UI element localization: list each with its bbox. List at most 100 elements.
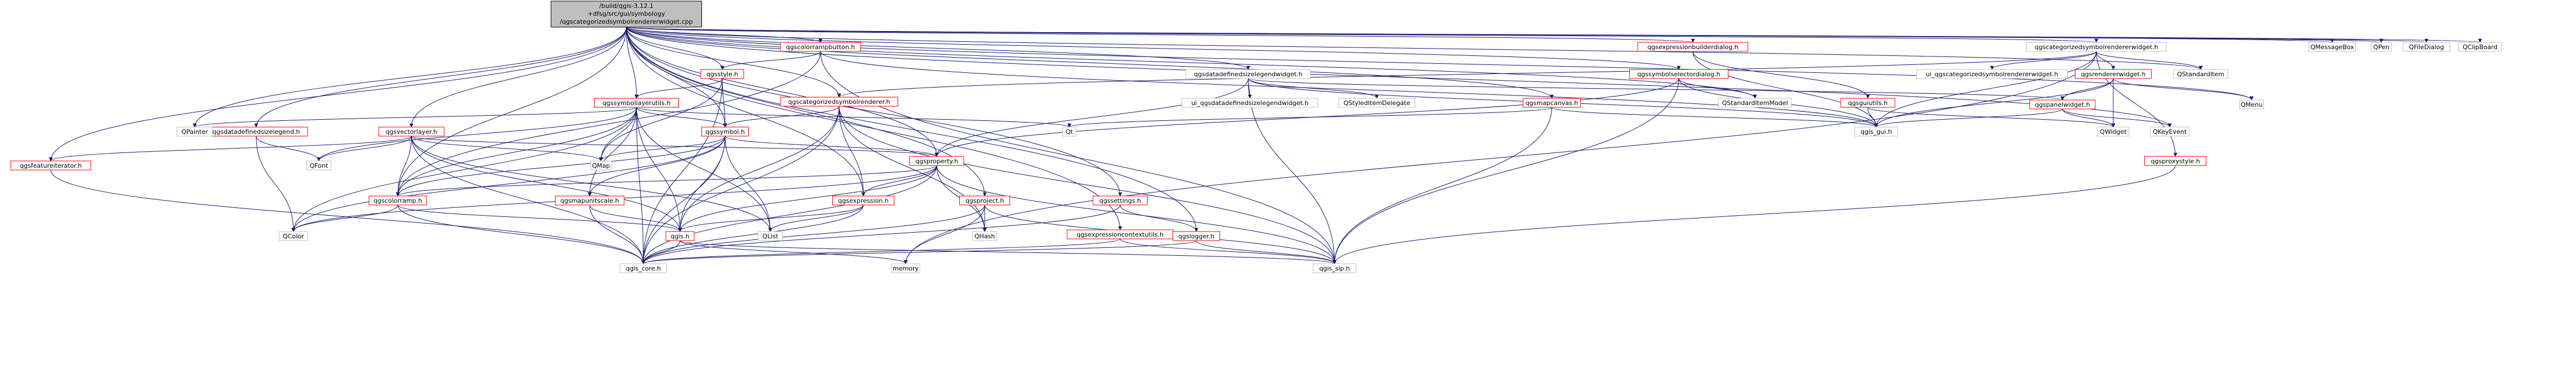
node-label: /qgscategorizedsymbolrendererwidget.cpp [560,18,693,25]
node-qgsexpressioncontextutils-h[interactable]: qgsexpressioncontextutils.h [1067,229,1174,239]
node-box [279,231,308,241]
node-qgssymbolselectordialog-h[interactable]: qgssymbolselectordialog.h [1629,69,1728,79]
edge-qgssymbolselectordialog-h-to-qgsproperty-h [934,78,1679,157]
node-qmessagebox: QMessageBox [2309,42,2356,52]
node-label: qgsexpression.h [838,197,889,204]
node-qgsmapcanvas-h[interactable]: qgsmapcanvas.h [1522,98,1581,108]
node-label: qgsrendererwidget.h [2081,71,2146,78]
edge-qgspanelwidget-h-to-qkeyevent [2062,108,2172,128]
node-qstyleditemdelegate: QStyledItemDelegate [1339,98,1415,108]
node-qgsdatadefinedsizelegend-h[interactable]: qgsdatadefinedsizelegend.h [204,127,308,137]
edge-qgscategorizedsymbolrendererwidget-h-to-qgsrendererwidget-h [2096,51,2116,70]
node-qgssettings-h[interactable]: qgssettings.h [1092,195,1148,206]
edge-root-to-qgsexpressioncontextutils-h [626,27,1122,230]
edge-root-to-qgsdatadefinedsizelegendwidget-h [626,27,1250,70]
node-box [2403,42,2450,52]
edge-qgsproject-h-to-qgis-core-h [641,204,985,264]
edge-qgslogger-h-to-qgis-sip-h [1196,240,1337,264]
node-box [2371,42,2392,52]
edge-qgscolorrampbutton-h-to-qgscolorramp-h [396,51,821,197]
edge-qgsstyle-h-to-qgssymbollayerutils-h [634,78,723,99]
node-qgis-gui-h: qgis_gui.h [1854,127,1898,137]
node-qgsproject-h[interactable]: qgsproject.h [959,195,1010,206]
node-label: QMap [592,162,610,169]
edge-qgspanelwidget-h-to-qwidget [2062,108,2116,128]
edge-qgsproperty-h-to-qgscolorramp-h [396,165,937,197]
node-qgsguiutils-h[interactable]: qgsguiutils.h [1840,98,1895,108]
edge-qgssymbolselectordialog-h-to-qgis-sip-h [1332,78,1679,264]
node-qstandarditem: QStandardItem [2173,69,2228,79]
node-qgssymbollayerutils-h[interactable]: qgssymbollayerutils.h [594,98,679,108]
node-qfiledialog: QFileDialog [2403,42,2450,52]
node-qmap: QMap [590,160,612,171]
node-qgsexpression-h[interactable]: qgsexpression.h [832,195,894,206]
edge-qgssymbollayerutils-h-to-qlist [636,107,773,232]
edge-qgsdatadefinedsizelegend-h-to-qfont [256,136,321,162]
edge-qgis-h-to-qgis-sip-h [679,240,1337,264]
node-box [368,195,427,206]
edge-qgsmapcanvas-h-to-qgis-sip-h [1332,107,1552,264]
edge-qgssymbollayerutils-h-to-qcolor [291,107,637,232]
edge-qgsmapcanvas-h-to-qgis-gui-h [1551,107,1879,128]
node-box [1718,98,1792,108]
edge-qgssettings-h-to-qgslogger-h [1120,204,1199,232]
edge-qgscategorizedsymbolrenderer-h-to-qgis-sip-h [839,106,1337,264]
node-qgsvectorlayer-h[interactable]: qgsvectorlayer.h [378,127,445,137]
node-qgspanelwidget-h[interactable]: qgspanelwidget.h [2029,99,2096,110]
node-qgsproperty-h[interactable]: qgsproperty.h [909,156,964,166]
edge-root-to-qstandarditem [626,27,2203,70]
edge-root-to-qgssymbol-h [626,27,727,128]
edge-qgsproperty-h-to-qgsexpression-h [861,165,937,197]
node-label: qgssymbolselectordialog.h [1637,71,1720,78]
edge-root-to-qgssymbollayerutils-h [626,27,639,99]
edge-root-to-qstandarditemmodel [626,27,1757,99]
node-qgsproxystyle-h[interactable]: qgsproxystyle.h [2144,156,2206,166]
node-label: ui_qgsdatadefinedsizelegendwidget.h [1191,99,1309,107]
node-label: QFont [310,162,328,169]
edge-qgssymbol-h-to-qgsproperty-h [725,136,939,157]
edge-qgssymbollayerutils-h-to-qmap [599,107,637,162]
node-label: QPainter [181,128,208,136]
node-label: QFileDialog [2409,43,2444,51]
node-box [1840,98,1895,108]
node-qgscolorramp-h[interactable]: qgscolorramp.h [368,195,427,206]
edge-root-to-qgscolorrampbutton-h [626,27,823,43]
node-qgslogger-h[interactable]: qgslogger.h [1173,231,1220,241]
node-qgscategorizedsymbolrenderer-h[interactable]: qgscategorizedsymbolrenderer.h [780,97,898,107]
node-qgsexpressionbuilderdialog-h[interactable]: qgsexpressionbuilderdialog.h [1638,42,1748,52]
node-qlist: QList [758,231,783,241]
node-label: qgsproperty.h [915,158,958,165]
node-box [2026,42,2167,52]
edge-qgsmapunitscale-h-to-qgis-core-h [589,204,646,264]
edge-qgssymbol-h-to-qcolor [291,136,726,232]
node-label: qgscategorizedsymbolrendererwidget.h [2034,43,2158,51]
edge-qgssymbollayerutils-h-to-qpainter [192,107,637,128]
node-box [1854,127,1898,137]
node-qgscolorrampbutton-h[interactable]: qgscolorrampbutton.h [780,42,861,52]
node-box [1916,69,2068,79]
node-qgsmapunitscale-h[interactable]: qgsmapunitscale.h [555,195,625,206]
node-qgis-h[interactable]: qgis.h [665,231,695,241]
node-qgssymbol-h[interactable]: qgssymbol.h [701,127,749,137]
node-box [594,98,679,108]
node-label: qgspanelwidget.h [2035,101,2090,108]
node-label: QStandardItemModel [1722,99,1788,107]
node-box [10,160,91,171]
node-box [1186,69,1311,79]
edge-qgsexpressioncontextutils-h-to-qgis-core-h [641,238,1121,264]
edge-qgsproperty-h-to-qgis-core-h [641,165,937,264]
node-box [2144,156,2206,166]
node-qgsfeatureiterator-h[interactable]: qgsfeatureiterator.h [10,160,91,171]
node-qgsrendererwidget-h[interactable]: qgsrendererwidget.h [2075,69,2152,79]
edge-qgsdatadefinedsizelegend-h-to-qcolor [256,136,296,232]
node-box [2309,42,2356,52]
edge-qgsexpression-h-to-qgis-core-h [641,204,864,264]
edge-qgscolorramp-h-to-qcolor [291,204,398,232]
node-label: QMenu [2241,101,2263,108]
node-box [665,231,695,241]
node-qgsstyle-h[interactable]: qgsstyle.h [700,69,744,79]
node-box [1339,98,1415,108]
node-label: QPen [2373,43,2390,51]
node-box [1092,195,1148,206]
